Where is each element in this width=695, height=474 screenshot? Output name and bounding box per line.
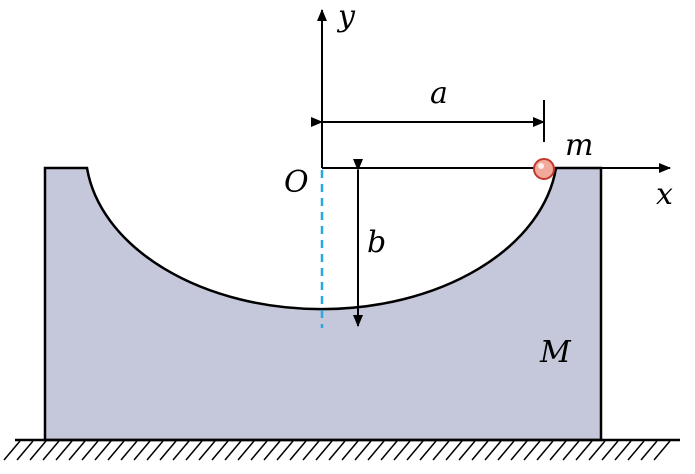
ground [3, 438, 680, 461]
ground-hatch-line [549, 440, 567, 461]
ground-hatch-line [445, 440, 463, 461]
ground-hatch-line [263, 440, 281, 461]
ground-hatch-line [523, 440, 541, 461]
ground-hatch-line [640, 440, 658, 461]
ground-hatch-line [302, 440, 320, 461]
ground-hatch-line [471, 440, 489, 461]
ground-hatch-line [133, 440, 151, 461]
ground-hatch-line [367, 440, 385, 461]
ground-hatch-line [575, 440, 593, 461]
ground-hatch-line [68, 440, 86, 461]
ground-hatch-line [341, 440, 359, 461]
block-m-body [43, 166, 603, 442]
ground-hatch-line [172, 440, 190, 461]
ground-hatch-line [432, 440, 450, 461]
ground-hatch-line [146, 440, 164, 461]
ground-hatch-line [211, 440, 229, 461]
ground-hatch-line [250, 440, 268, 461]
ground-hatch-line [484, 440, 502, 461]
ground-hatch-line [185, 440, 203, 461]
label-y-axis: y [336, 0, 356, 34]
ground-hatch-line [55, 440, 73, 461]
ground-hatch-line [627, 440, 645, 461]
ground-hatch-line [588, 440, 606, 461]
ground-hatch-line [354, 440, 372, 461]
ground-hatch-line [497, 440, 515, 461]
label-origin: O [284, 165, 309, 200]
label-big-mass: M [539, 335, 572, 370]
label-x-axis: x [656, 177, 673, 212]
ground-hatch-line [276, 440, 294, 461]
label-small-mass: m [565, 128, 593, 163]
label-dim-a: a [430, 76, 448, 111]
ground-hatch-line [237, 440, 255, 461]
ground-hatch-line [393, 440, 411, 461]
label-dim-b: b [367, 225, 386, 260]
ground-hatch-line [406, 440, 424, 461]
ground-hatch-line [289, 440, 307, 461]
ground-hatch-line [653, 440, 671, 461]
ground-hatch-line [224, 440, 242, 461]
ground-hatch-line [419, 440, 437, 461]
ground-hatch-line [510, 440, 528, 461]
ground-hatch-line [601, 440, 619, 461]
ground-hatch-line [29, 440, 47, 461]
ground-hatch-line [94, 440, 112, 461]
ground-hatch-line [42, 440, 60, 461]
ground-hatch-line [315, 440, 333, 461]
ground-hatch-line [614, 440, 632, 461]
ground-hatch-line [562, 440, 580, 461]
ground-hatch-line [458, 440, 476, 461]
ground-hatch-line [328, 440, 346, 461]
dimension-a [311, 100, 545, 142]
ground-hatch-line [198, 440, 216, 461]
ground-hatch-line [120, 440, 138, 461]
ground-hatch-line [536, 440, 554, 461]
ground-hatch-line [3, 440, 21, 461]
ground-hatch-line [81, 440, 99, 461]
ground-hatch-line [159, 440, 177, 461]
ground-hatch-line [107, 440, 125, 461]
ground-hatch-line [16, 440, 34, 461]
ground-hatch-line [380, 440, 398, 461]
ball-m [533, 158, 555, 180]
